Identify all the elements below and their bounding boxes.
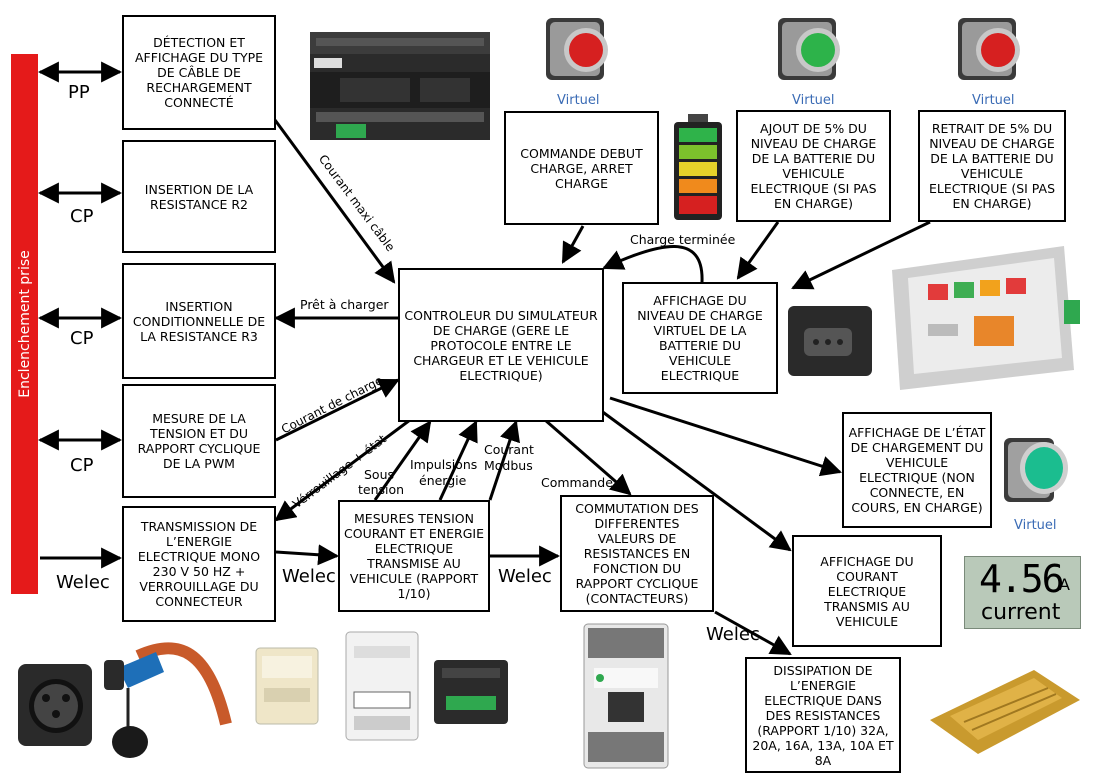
- serial-module-image: [788, 306, 872, 376]
- box-courant: AFFICHAGE DU COURANT ELECTRIQUE TRANSMIS…: [792, 535, 942, 647]
- green-pushbutton-image: [778, 18, 840, 80]
- virtuel-label-4: Virtuel: [1014, 518, 1057, 533]
- box-commutation: COMMUTATION DES DIFFERENTES VALEURS DE R…: [560, 495, 714, 612]
- charging-cable-plug-image: [104, 642, 232, 758]
- lcd-current-caption: current: [981, 600, 1061, 625]
- signal-welec-3: Welec: [498, 566, 552, 587]
- ev-socket-image: [18, 664, 92, 746]
- box-r2: INSERTION DE LA RESISTANCE R2: [122, 140, 276, 253]
- signal-cp-1: CP: [70, 206, 94, 227]
- green-pilot-light-image: [1004, 438, 1068, 502]
- box-commande: COMMANDE DEBUT CHARGE, ARRET CHARGE: [504, 111, 659, 225]
- signal-charge-terminee: Charge terminée: [630, 232, 736, 247]
- box-etat: AFFICHAGE DE L’ÉTAT DE CHARGEMENT DU VEH…: [842, 412, 992, 528]
- signal-welec-2: Welec: [282, 566, 336, 587]
- signal-tension: tension: [358, 482, 405, 497]
- box-r3: INSERTION CONDITIONNELLE DE LA RESISTANC…: [122, 263, 276, 379]
- current-lcd-display: 4.56 A current: [964, 556, 1081, 629]
- signal-impulsions: Impulsions: [410, 457, 478, 472]
- box-dissipation: DISSIPATION DE L’ENERGIE ELECTRIQUE DANS…: [745, 657, 901, 773]
- lcd-current-unit: A: [1059, 575, 1070, 594]
- signal-courant: Courant: [484, 442, 534, 457]
- virtuel-label-2: Virtuel: [792, 93, 835, 108]
- lcd-current-value: 4.56: [979, 557, 1065, 601]
- signal-cp-3: CP: [70, 455, 94, 476]
- signal-cp-2: CP: [70, 328, 94, 349]
- box-transmission: TRANSMISSION DE L’ENERGIE ELECTRIQUE MON…: [122, 506, 276, 622]
- signal-energie: énergie: [419, 473, 467, 488]
- box-mesures: MESURES TENSION COURANT ET ENERGIE ELECT…: [338, 500, 490, 612]
- contactor-image: [583, 623, 669, 769]
- signal-modbus: Modbus: [484, 458, 533, 473]
- box-controleur: CONTROLEUR DU SIMULATEUR DE CHARGE (GERE…: [398, 268, 604, 422]
- signal-sous: Sous: [364, 467, 395, 482]
- signal-pp: PP: [68, 82, 90, 103]
- power-resistor-image: [930, 670, 1080, 754]
- signal-pret: Prêt à charger: [300, 297, 389, 312]
- io-module-image: [434, 660, 508, 724]
- box-pwm: MESURE DE LA TENSION ET DU RAPPORT CYCLI…: [122, 384, 276, 498]
- signal-commande: Commande: [541, 475, 613, 490]
- box-retrait: RETRAIT DE 5% DU NIVEAU DE CHARGE DE LA …: [918, 110, 1066, 222]
- signal-welec-1: Welec: [56, 572, 110, 593]
- hmi-touch-panel-image: [892, 246, 1080, 390]
- energy-meter-image: [345, 631, 419, 741]
- virtuel-label-3: Virtuel: [972, 93, 1015, 108]
- plc-controller-image: [310, 32, 490, 140]
- battery-level-image: [674, 114, 722, 220]
- virtuel-label-1: Virtuel: [557, 93, 600, 108]
- signal-welec-4: Welec: [706, 624, 760, 645]
- box-pp-detect: DÉTECTION ET AFFICHAGE DU TYPE DE CÂBLE …: [122, 15, 276, 130]
- relay-image: [255, 647, 319, 725]
- red-pushbutton-start-image: [546, 18, 608, 80]
- plug-engagement-bar: Enclenchement prise: [11, 54, 38, 594]
- red-pushbutton-minus-image: [958, 18, 1020, 80]
- box-niveau: AFFICHAGE DU NIVEAU DE CHARGE VIRTUEL DE…: [622, 282, 778, 394]
- box-ajout: AJOUT DE 5% DU NIVEAU DE CHARGE DE LA BA…: [736, 110, 891, 222]
